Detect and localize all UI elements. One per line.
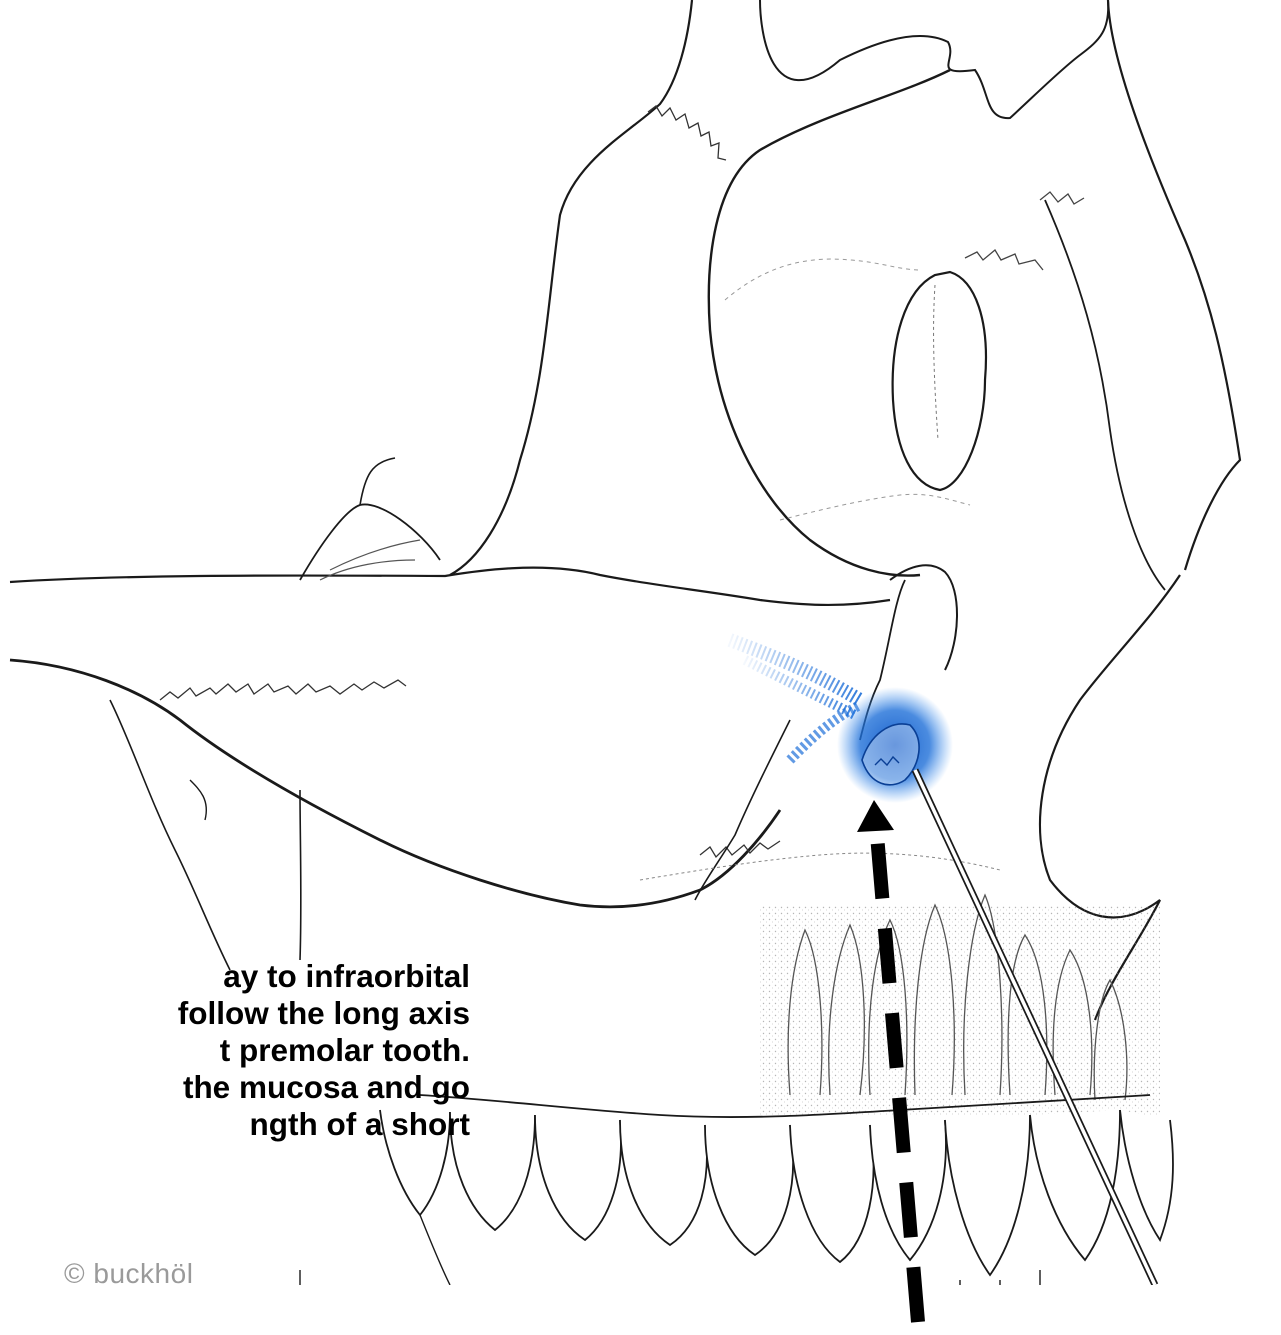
caption-line: ay to infraorbital [0,958,470,995]
frontal-bone-outline [450,0,692,575]
caption-line: ngth of a short [0,1106,470,1143]
orbit-floor-dotted [725,259,970,520]
teeth-crowns [380,1110,1173,1275]
frontonasal-suture [965,192,1084,270]
zygomaticomaxillary-suture [700,841,780,857]
coronal-suture [648,106,726,160]
zygoma-lower-border [10,660,780,907]
frontal-process-outline [760,0,1108,118]
orbit-rim [709,70,950,576]
caption-line: t premolar tooth. [0,1032,470,1069]
lacrimal-fossa [893,272,986,490]
bottom-margin [0,1285,1281,1335]
caption-line: the mucosa and go [0,1069,470,1106]
zygomatic-arch [10,568,890,605]
instruction-caption: ay to infraorbital follow the long axis … [0,958,470,1143]
nasal-bone-outline [1108,0,1240,570]
copyright-watermark: © buckhöl [64,1258,193,1290]
caption-line: follow the long axis [0,995,470,1032]
zygomaticotemporal-suture [160,680,406,700]
